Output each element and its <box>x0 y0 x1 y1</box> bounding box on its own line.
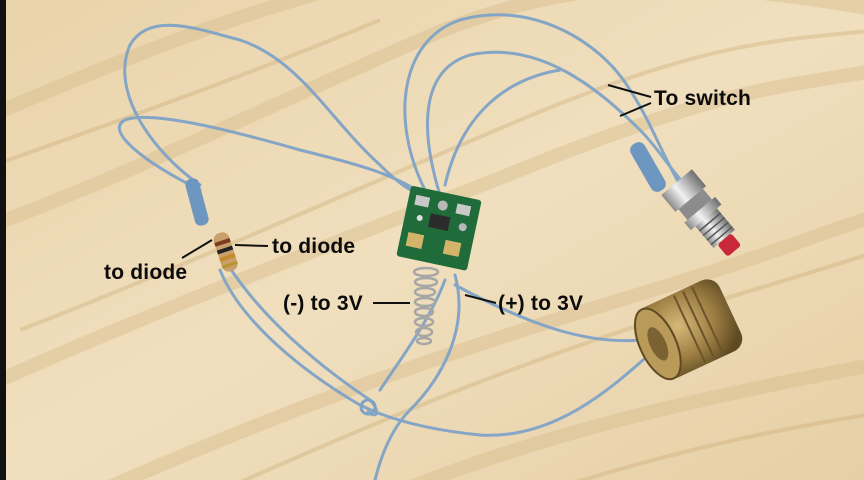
label-negative-to-3v: (-) to 3V <box>283 292 363 315</box>
label-to-switch: To switch <box>654 87 752 110</box>
resistor <box>213 232 238 272</box>
label-positive-to-3v: (+) to 3V <box>498 292 584 315</box>
brass-diode-housing <box>633 279 743 381</box>
label-to-diode-right: to diode <box>272 235 356 258</box>
wire-loop <box>359 398 377 416</box>
heat-shrink-switch <box>630 142 666 192</box>
left-edge-bar <box>0 0 6 480</box>
push-switch <box>661 169 741 256</box>
heat-shrink-left <box>185 178 209 226</box>
battery-spring <box>412 266 440 346</box>
wires <box>117 13 692 480</box>
label-pointers <box>181 84 652 304</box>
driver-board <box>396 186 482 271</box>
label-to-diode-left: to diode <box>104 261 188 284</box>
